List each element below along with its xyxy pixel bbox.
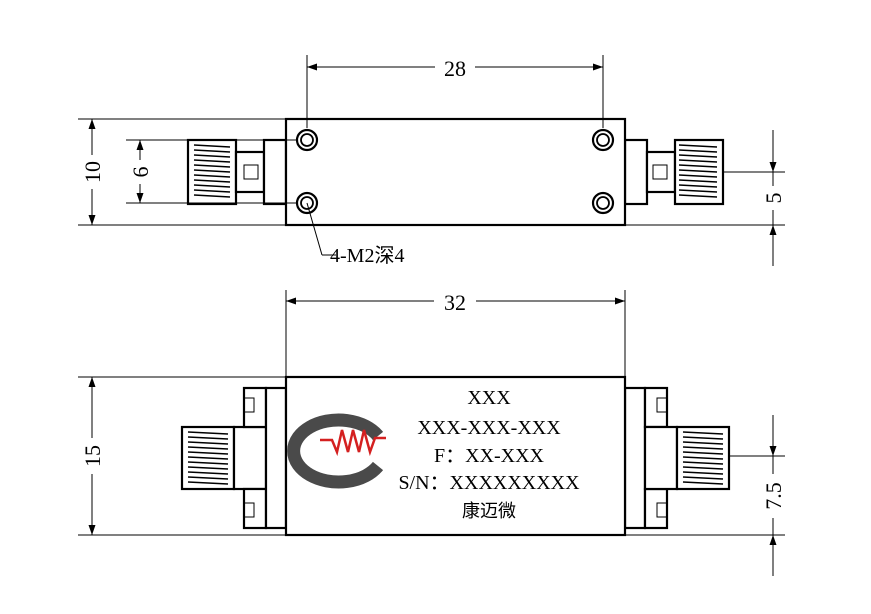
thread-line (193, 174, 231, 178)
thread-line (187, 456, 229, 460)
label-model: XXX-XXX-XXX (417, 417, 561, 439)
dim-15-label: 15 (80, 445, 105, 467)
thread-line (187, 466, 229, 470)
thread-line (187, 451, 229, 455)
thread-line (187, 471, 229, 475)
thread-line (187, 431, 229, 435)
thread-line (682, 431, 724, 435)
company-logo (287, 413, 386, 489)
thread-line (187, 476, 229, 480)
thread-line (193, 184, 231, 188)
thread-line (187, 441, 229, 445)
front-view: XXX XXX-XXX-XXX F：XX-XXX S/N：XXXXXXXXX 康… (78, 290, 786, 576)
thread-line (682, 481, 724, 485)
right-connector-front (623, 386, 731, 530)
thread-line (682, 446, 724, 450)
dim-6-label: 6 (128, 167, 153, 178)
thread-line (682, 461, 724, 465)
thread-line (678, 189, 718, 193)
thread-line (678, 174, 718, 178)
thread-line (678, 144, 718, 148)
left-connector-front (180, 386, 288, 530)
label-company: 康迈微 (462, 501, 516, 522)
thread-line (678, 154, 718, 158)
thread-line (678, 194, 718, 198)
label-line-1: XXX (467, 387, 511, 409)
thread-line (678, 159, 718, 163)
hole (591, 128, 615, 152)
dim-10-label: 10 (80, 161, 105, 183)
housing-top (284, 117, 627, 227)
hole (591, 191, 615, 215)
thread-line (193, 159, 231, 163)
thread-line (682, 466, 724, 470)
dim-28-label: 28 (444, 56, 466, 81)
top-view: 28 10 6 5 4-M2深4 (78, 55, 786, 267)
thread-line (193, 144, 231, 148)
thread-line (187, 461, 229, 465)
thread-line (678, 169, 718, 173)
thread-line (193, 154, 231, 158)
thread-line (682, 451, 724, 455)
dim-7-5-label: 7.5 (761, 482, 786, 510)
thread-line (193, 169, 231, 173)
thread-line (682, 456, 724, 460)
thread-line (682, 436, 724, 440)
thread-line (678, 164, 718, 168)
label-serial: S/N：XXXXXXXXX (398, 472, 580, 494)
right-connector-top (623, 138, 725, 206)
thread-line (193, 164, 231, 168)
thread-line (187, 446, 229, 450)
thread-line (187, 481, 229, 485)
thread-line (678, 179, 718, 183)
dim-32-label: 32 (444, 290, 466, 315)
thread-line (193, 149, 231, 153)
thread-line (682, 476, 724, 480)
thread-line (678, 184, 718, 188)
thread-line (193, 179, 231, 183)
thread-line (187, 436, 229, 440)
thread-line (682, 441, 724, 445)
thread-line (193, 189, 231, 193)
label-frequency: F：XX-XXX (434, 445, 545, 467)
thread-line (193, 194, 231, 198)
dim-5-label: 5 (761, 193, 786, 204)
left-connector-top (186, 138, 288, 206)
housing-front (284, 375, 627, 537)
thread-line (678, 149, 718, 153)
product-label: XXX XXX-XXX-XXX F：XX-XXX S/N：XXXXXXXXX 康… (398, 387, 580, 522)
thread-line (682, 471, 724, 475)
hole-note: 4-M2深4 (330, 244, 404, 267)
